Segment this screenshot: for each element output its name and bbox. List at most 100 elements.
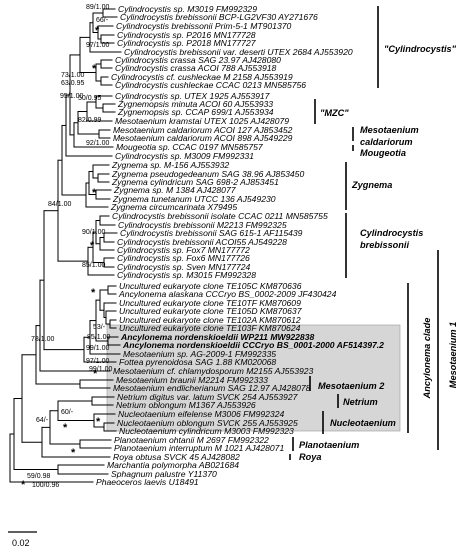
- taxon-label: Nucleotaenium eifelense M3006 FM992324: [118, 409, 284, 419]
- support-value: 100/0.96: [32, 482, 59, 489]
- clade-label-zygnema: Zygnema: [351, 180, 392, 190]
- taxon-label: Zygnema tunetanum UTCC 136 AJ549230: [112, 194, 276, 204]
- taxon-label: Sphagnum palustre Y11370: [111, 469, 217, 479]
- clade-label-ancylonema: Ancylonema clade: [422, 318, 432, 400]
- tree-branches: [9, 8, 122, 483]
- support-value: 85/1.00: [87, 334, 110, 341]
- star-marker: *: [71, 447, 76, 459]
- clade-label-planotaenium: Planotaenium: [299, 440, 359, 450]
- star-marker: *: [93, 368, 98, 380]
- taxon-label: Cylindrocystis sp. M3009 FM992331: [115, 151, 254, 161]
- star-marker: *: [63, 422, 68, 434]
- taxon-label: Cylindrocystis sp. UTEX 1925 AJ553917: [115, 91, 271, 101]
- support-value: 97/1.00: [86, 42, 109, 49]
- taxon-labels: Cylindrocystis sp. M3019 FM992329Cylindr…: [96, 4, 384, 487]
- taxon-label: Cylindrocystis crassa SAG 23.97 AJ428080: [115, 55, 281, 65]
- support-value: 78/1.00: [31, 336, 54, 343]
- star-marker: *: [95, 25, 100, 37]
- taxon-label: Marchantia polymorpha AB021684: [107, 460, 239, 470]
- scale-bar: 0.02: [8, 531, 37, 548]
- taxon-label: Planotaenium interruptum M 1021 AJ428071: [114, 443, 284, 453]
- clade-label-nucleotaenium: Nucleotaenium: [330, 418, 396, 428]
- taxon-label: Uncultured eukaryote clone TE103F KM8706…: [119, 323, 301, 333]
- taxon-label: Zygnema sp. M 1384 AJ428077: [113, 185, 237, 195]
- taxon-label: Phaeoceros laevis U18491: [96, 477, 199, 487]
- taxon-label: Ancylonema nordenskioeldii WP211 MW92283…: [120, 332, 314, 342]
- support-value: 99/1.00: [86, 345, 109, 352]
- taxon-label: Uncultured eukaryote clone TE105D KM8706…: [119, 306, 303, 316]
- taxon-label: Mesotaenium caldariorum ACOI 127 AJ85345…: [113, 125, 293, 135]
- taxon-label: Nucleotaenium cylindricum M3003 FM992323: [119, 426, 294, 436]
- taxon-label: Cylindrocystis sp. M3019 FM992329: [118, 4, 257, 14]
- clade-annotations: "Cylindrocystis""MZC"Mesotaeniumcaldario…: [289, 6, 458, 462]
- support-value: 97/1.00: [86, 358, 109, 365]
- clade-label-mougeotia: Mougeotia: [360, 148, 406, 158]
- taxon-label: Cylindrocystis crassa ACOI 788 AJ553918: [115, 63, 277, 73]
- star-marker: *: [92, 63, 97, 75]
- taxon-label: Mesotaenium kramstai UTEX 1025 AJ428079: [115, 116, 289, 126]
- clade-label-mesotaenium-2: Mesotaenium 2: [318, 381, 385, 391]
- taxon-label: Zygnema pseudogedeanum SAG 38.96 AJ85345…: [111, 169, 304, 179]
- support-value: 92/1.00: [86, 140, 109, 147]
- support-value: 50/0.95: [78, 95, 101, 102]
- support-value: 85/1.00: [82, 262, 105, 269]
- taxon-label: Cylindrocystis brebissonii var. deserti …: [124, 47, 353, 57]
- support-value: 59/0.98: [27, 473, 50, 480]
- taxon-label: Cylindrocystis brebissonii ACOI55 AJ5492…: [117, 237, 287, 247]
- taxon-label: Uncultured eukaryote clone TE102A KM8706…: [119, 315, 301, 325]
- taxon-label: Fottea pyrenoidosa SAG 1.88 KM020068: [119, 357, 276, 367]
- star-marker: *: [92, 187, 97, 199]
- support-value: 53/-: [93, 324, 106, 331]
- star-marker: *: [91, 287, 96, 299]
- taxon-label: Cylindrocystis cf. cushleckae M 2158 AJ5…: [111, 72, 293, 82]
- clade-label-cylindrocystis-brebissonii: Cylindrocystis: [360, 228, 423, 238]
- support-value: 63/0.95: [61, 80, 84, 87]
- clade-label-cylindrocystis: "Cylindrocystis": [384, 44, 457, 54]
- clade-label-netrium: Netrium: [343, 397, 378, 407]
- taxon-label: Cylindrocystis sp. P2018 MN177727: [117, 38, 257, 48]
- taxon-label: Uncultured eukaryote clone TE10TF KM8706…: [119, 298, 301, 308]
- taxon-label: Mesotaenium braunii M2214 FM992333: [116, 375, 268, 385]
- support-values: 89/1.0066/-97/1.0073/1.0063/0.9595/1.005…: [21, 4, 112, 491]
- scale-bar-label: 0.02: [12, 538, 30, 548]
- star-marker: *: [96, 416, 101, 428]
- taxon-label: Netrium oblongum M1367 AJ553926: [116, 400, 256, 410]
- taxon-label: Roya obtusa SVCK 45 AJ428082: [113, 452, 240, 462]
- taxon-label: Zygnema sp. M-156 AJ553932: [111, 160, 229, 170]
- star-marker: *: [21, 479, 26, 491]
- taxon-label: Cylindrocystis brebissonii SAG 615-1 AF1…: [120, 228, 303, 238]
- taxon-label: Cylindrocystis brebissonii M2213 FM99232…: [118, 220, 287, 230]
- taxon-label: Cylindrocystis brebissonii Prim-5-1 MT90…: [116, 21, 291, 31]
- taxon-label: Mesotaenium caldariorum ACOI 898 AJ54922…: [113, 133, 293, 143]
- taxon-label: Cylindrocystis cushleckae CCAC 0213 MN58…: [115, 80, 306, 90]
- support-value: 60/-: [61, 409, 74, 416]
- support-value: 89/1.00: [86, 4, 109, 11]
- clade-label-mesotaenium-1: Mesotaenium 1: [448, 322, 458, 388]
- taxon-label: Mesotaenium sp. AG-2009-1 FM992335: [123, 349, 276, 359]
- support-value: 95/1.00: [60, 93, 83, 100]
- support-value: 84/1.00: [48, 201, 71, 208]
- clade-label-mzc: "MZC": [320, 108, 349, 118]
- support-value: 90/1.00: [82, 229, 105, 236]
- support-value: 99/1.00: [89, 366, 112, 373]
- taxon-label: Mesotaenium cf. chlamydosporum M2155 AJ5…: [113, 366, 314, 376]
- clade-label-cylindrocystis-brebissonii: brebissonii: [360, 240, 409, 250]
- star-marker: *: [90, 240, 95, 252]
- support-value: 64/-: [36, 417, 49, 424]
- support-value: 73/1.00: [61, 72, 84, 79]
- taxon-label: Cylindrocystis sp. Sven MN177724: [117, 262, 250, 272]
- taxon-label: Cylindrocystis sp. P2016 MN177728: [117, 30, 256, 40]
- support-value: 66/-: [96, 17, 109, 24]
- taxon-label: Planotaenium ohtanii M 2697 FM992322: [114, 435, 269, 445]
- clade-label-mesotaenium-caldariorum: Mesotaenium: [360, 125, 419, 135]
- taxon-label: Cylindrocystis brebissonii isolate CCAC …: [112, 211, 328, 221]
- taxon-label: Ancylonema alaskana CCCryo BS_0002-2009 …: [118, 289, 337, 299]
- taxon-label: Netrium digitus var. latum SVCK 254 AJ55…: [117, 392, 299, 402]
- taxon-label: Uncultured eukaryote clone TE105C KM8706…: [119, 281, 302, 291]
- taxon-label: Zygnema cylindricum SAG 698-2 AJ853451: [111, 177, 279, 187]
- taxon-label: Cylindrocystis sp. Fox6 MN177726: [117, 253, 250, 263]
- clade-label-roya: Roya: [299, 452, 321, 462]
- taxon-label: Cylindrocystis sp. M3015 FM992328: [117, 270, 256, 280]
- taxon-label: Mesotaenium endlicherianum SAG 12.97 AJ4…: [113, 383, 311, 393]
